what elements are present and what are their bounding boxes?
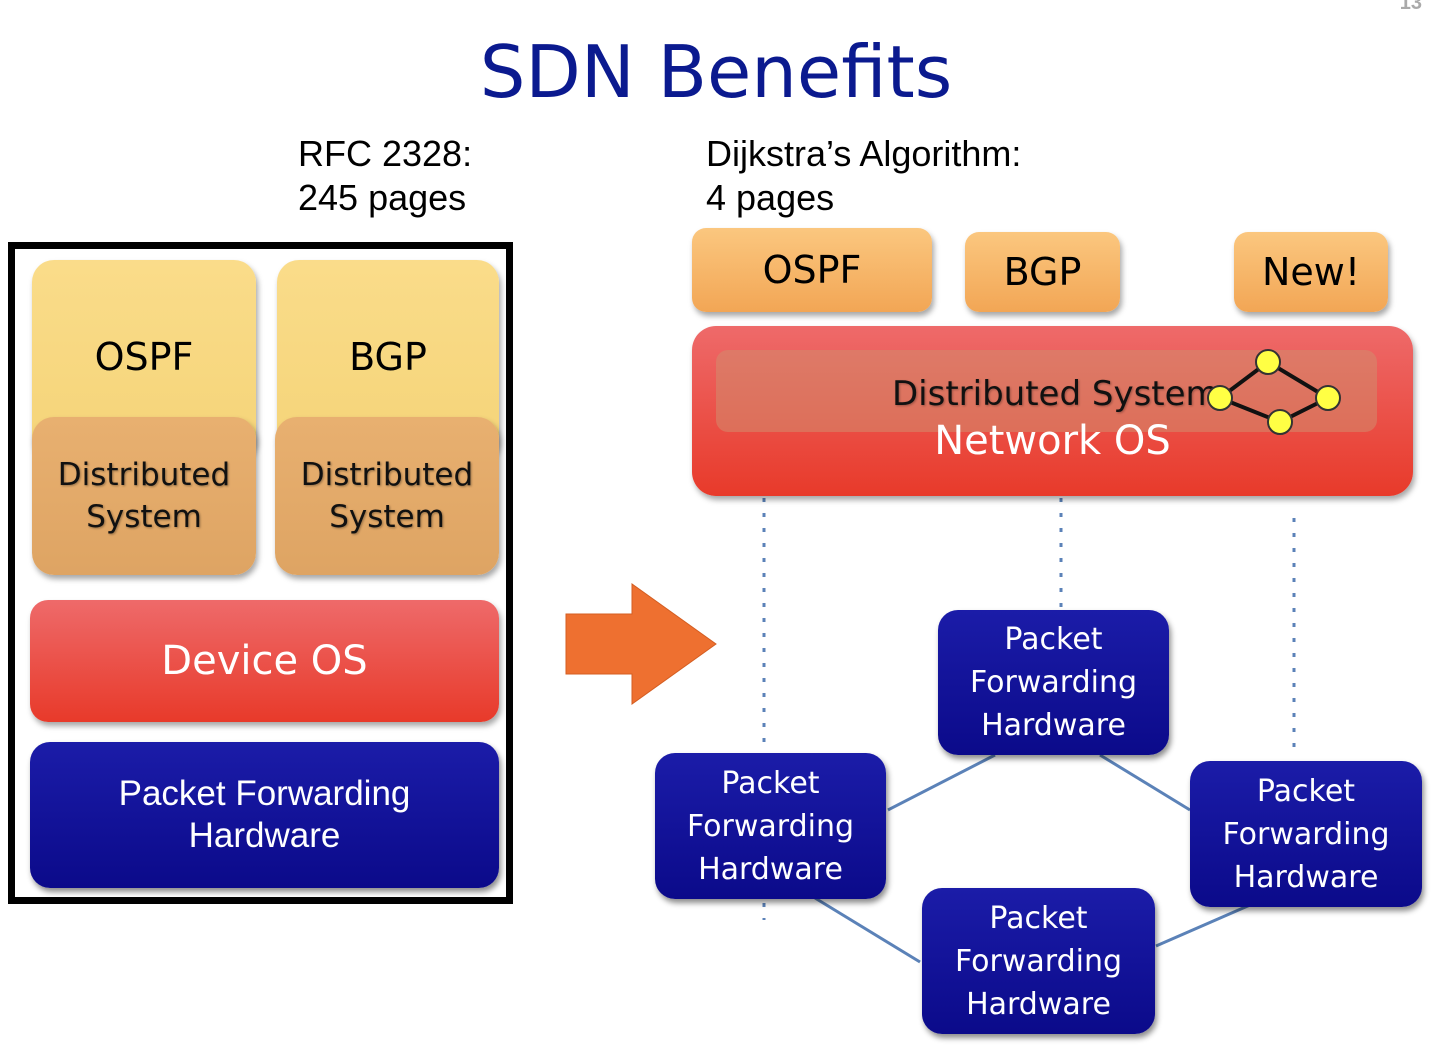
traditional-device-frame <box>8 242 513 904</box>
node-label: Packet Forwarding Hardware <box>1222 773 1390 895</box>
forwarding-node-top: Packet Forwarding Hardware <box>938 610 1169 755</box>
network-link <box>814 896 921 964</box>
graph-icon <box>1207 349 1341 435</box>
rfc-caption: RFC 2328: 245 pages <box>298 133 473 218</box>
bgp-label: BGP <box>349 335 427 379</box>
control-channels <box>762 498 1296 920</box>
forwarding-node-right: Packet Forwarding Hardware <box>1190 761 1422 907</box>
bgp-distributed-system-block: Distributed System <box>275 417 499 575</box>
graph-node-icon <box>1315 385 1341 411</box>
graph-node-icon <box>1267 409 1293 435</box>
app-ospf: OSPF <box>692 228 932 312</box>
network-os-block: Distributed System Network OS <box>692 326 1413 496</box>
network-link <box>1155 903 1251 948</box>
slide-title: SDN Benefits <box>479 30 953 114</box>
device-os-block: Device OS <box>30 600 499 722</box>
network-links <box>814 753 1251 964</box>
forwarding-node-bottom: Packet Forwarding Hardware <box>922 888 1155 1034</box>
node-label: Packet Forwarding Hardware <box>969 622 1138 743</box>
forwarding-node-left: Packet Forwarding Hardware <box>655 753 886 899</box>
device-os-label: Device OS <box>161 638 368 684</box>
distributed-system-label: Distributed System <box>57 457 231 535</box>
distributed-system-label: Distributed System <box>892 374 1219 414</box>
distributed-system-label: Distributed System <box>300 457 474 535</box>
hardware-label: Packet Forwarding Hardware <box>118 774 411 855</box>
ospf-label: OSPF <box>94 335 194 379</box>
ospf-distributed-system-block: Distributed System <box>32 417 256 575</box>
hardware-block: Packet Forwarding Hardware <box>30 742 499 888</box>
transition-arrow <box>565 583 717 705</box>
app-new-label: New! <box>1261 250 1361 294</box>
slide-number: 13 <box>1399 0 1422 14</box>
app-bgp-label: BGP <box>1003 250 1082 294</box>
node-label: Packet Forwarding Hardware <box>954 900 1123 1022</box>
network-link <box>887 753 996 812</box>
dijkstra-caption: Dijkstra’s Algorithm: 4 pages <box>706 133 1022 218</box>
network-os-label: Network OS <box>934 418 1171 464</box>
network-link <box>1099 753 1191 812</box>
node-label: Packet Forwarding Hardware <box>686 765 855 887</box>
app-ospf-label: OSPF <box>762 248 862 292</box>
graph-node-icon <box>1207 385 1233 411</box>
app-bgp: BGP <box>965 232 1120 312</box>
graph-node-icon <box>1255 349 1281 375</box>
app-new: New! <box>1234 232 1388 312</box>
arrow-icon <box>565 583 717 705</box>
